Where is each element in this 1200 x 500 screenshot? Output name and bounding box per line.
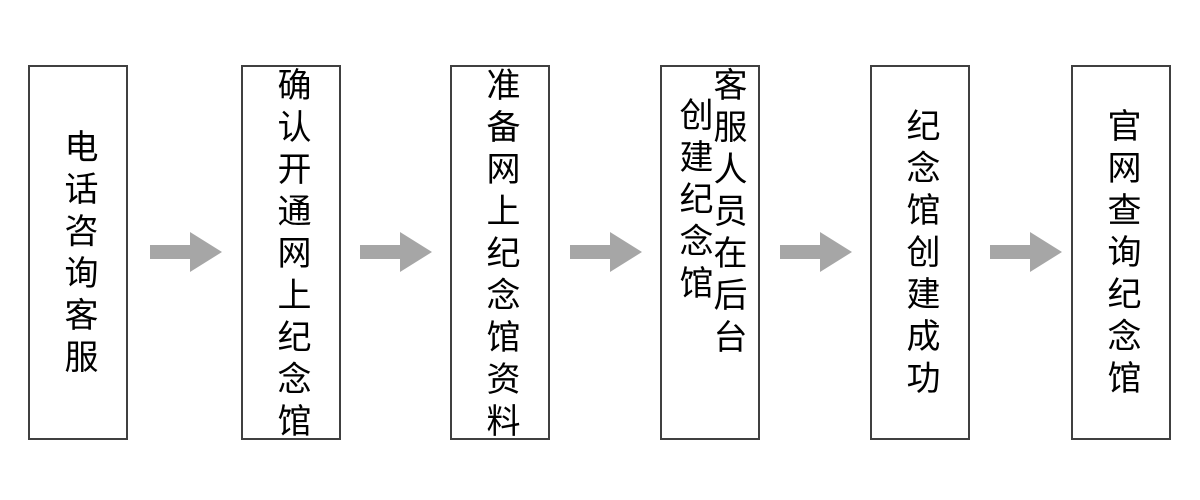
- arrow-shape: [990, 232, 1062, 272]
- process-box-label: 创建纪念馆: [673, 97, 713, 307]
- arrow-shape: [150, 232, 222, 272]
- process-box-text-wrap: 客服人员在后台创建纪念馆: [662, 67, 758, 361]
- process-box-5[interactable]: 纪念馆创建成功: [870, 65, 970, 440]
- arrow-shape: [780, 232, 852, 272]
- arrow-shape: [360, 232, 432, 272]
- arrow-right: [360, 232, 432, 272]
- process-box-label: 客服人员在后台: [707, 67, 747, 361]
- process-box-text-wrap: 官网查询纪念馆: [1073, 67, 1169, 402]
- process-box-label: 电话咨询客服: [58, 129, 98, 381]
- arrow-right: [150, 232, 222, 272]
- process-box-label: 准备网上纪念馆资料: [480, 67, 520, 445]
- arrow-right: [570, 232, 642, 272]
- arrow-shape: [570, 232, 642, 272]
- process-box-1[interactable]: 电话咨询客服: [28, 65, 128, 440]
- arrow-right: [780, 232, 852, 272]
- process-box-text-wrap: 电话咨询客服: [30, 67, 126, 381]
- process-box-text-wrap: 纪念馆创建成功: [872, 67, 968, 402]
- process-box-6[interactable]: 官网查询纪念馆: [1071, 65, 1171, 440]
- process-box-label: 纪念馆创建成功: [900, 108, 940, 402]
- process-box-text-wrap: 确认开通网上纪念馆: [243, 67, 339, 445]
- process-box-text-wrap: 准备网上纪念馆资料: [452, 67, 548, 445]
- process-box-label: 确认开通网上纪念馆: [271, 67, 311, 445]
- process-box-2[interactable]: 确认开通网上纪念馆: [241, 65, 341, 445]
- arrow-right: [990, 232, 1062, 272]
- process-box-4[interactable]: 客服人员在后台创建纪念馆: [660, 65, 760, 440]
- process-box-label: 官网查询纪念馆: [1101, 108, 1141, 402]
- process-box-3[interactable]: 准备网上纪念馆资料: [450, 65, 550, 445]
